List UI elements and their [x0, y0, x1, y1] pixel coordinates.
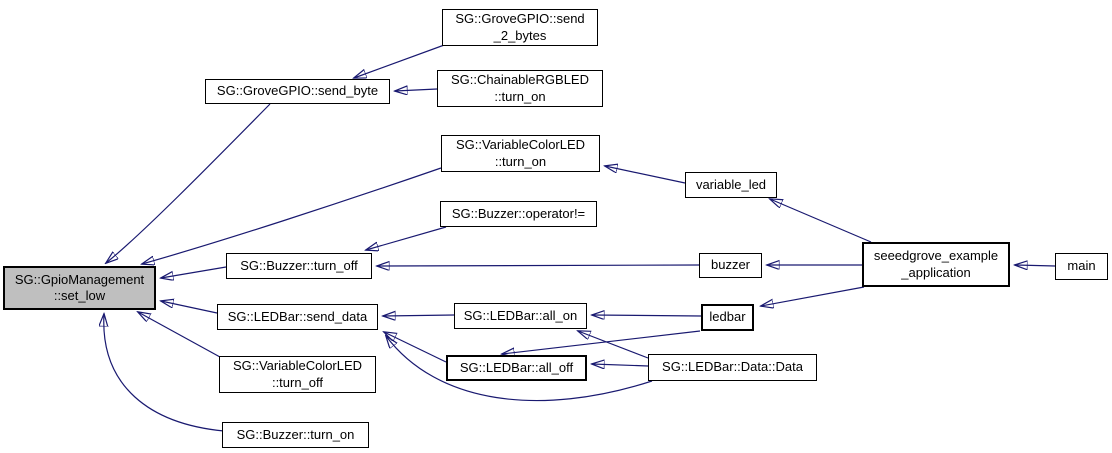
node-label: SG::ChainableRGBLED ::turn_on: [450, 72, 589, 104]
node-buzzer[interactable]: buzzer: [699, 253, 762, 278]
edge-varled_turn_on-to-set_low: [142, 167, 442, 264]
edge-data_data-to-all_on: [578, 331, 649, 359]
node-label: SG::Buzzer::turn_on: [236, 426, 355, 442]
node-label: SG::LEDBar::Data::Data: [662, 359, 803, 375]
edge-main-to-seeedgrove: [1015, 265, 1056, 266]
node-label: SG::VariableColorLED ::turn_off: [232, 358, 363, 390]
edge-send_2_bytes-to-send_byte: [354, 43, 448, 78]
node-label: SG::GroveGPIO::send _2_bytes: [455, 11, 585, 43]
node-variable-color-led-turn-off[interactable]: SG::VariableColorLED ::turn_off: [219, 356, 376, 393]
node-label: SG::LEDBar::all_on: [463, 307, 578, 323]
node-label: SG::Buzzer::operator!=: [451, 205, 586, 221]
node-variable-color-led-turn-on[interactable]: SG::VariableColorLED ::turn_on: [441, 135, 600, 172]
edge-variable_led-to-varled_turn_on: [605, 166, 686, 184]
node-buzzer-turn-on[interactable]: SG::Buzzer::turn_on: [222, 422, 369, 448]
edge-buzzer-to-buzzer_turn_off: [377, 265, 700, 266]
node-main[interactable]: main: [1055, 253, 1108, 280]
edge-seeedgrove-to-variable_led: [770, 199, 872, 243]
node-buzzer-operator-ne[interactable]: SG::Buzzer::operator!=: [440, 201, 597, 227]
node-seeedgrove-example-application[interactable]: seeedgrove_example _application: [862, 242, 1010, 287]
node-gpio-management-set-low: SG::GpioManagement ::set_low: [3, 266, 156, 310]
edge-send_data-to-set_low: [161, 301, 218, 314]
node-ledbar-send-data[interactable]: SG::LEDBar::send_data: [217, 304, 378, 330]
node-label: ledbar: [709, 309, 746, 325]
node-ledbar-all-off[interactable]: SG::LEDBar::all_off: [446, 355, 587, 381]
node-label: SG::VariableColorLED ::turn_on: [455, 137, 586, 169]
node-label: SG::GpioManagement ::set_low: [14, 271, 145, 304]
edge-ledbar-to-all_off: [502, 330, 701, 354]
edge-varled_turn_off-to-set_low: [138, 312, 221, 358]
node-label: SG::Buzzer::turn_off: [240, 257, 358, 273]
node-buzzer-turn-off[interactable]: SG::Buzzer::turn_off: [226, 253, 372, 279]
edge-operator_ne-to-buzzer_turn_off: [366, 226, 447, 250]
node-label: variable_led: [695, 176, 767, 192]
edge-data_data-to-send_data: [386, 336, 653, 402]
node-grove-gpio-send-byte[interactable]: SG::GroveGPIO::send_byte: [205, 79, 390, 104]
node-grove-gpio-send-2-bytes[interactable]: SG::GroveGPIO::send _2_bytes: [442, 9, 598, 46]
node-label: SG::LEDBar::send_data: [227, 308, 368, 324]
node-label: main: [1067, 258, 1096, 274]
edge-send_byte-to-set_low: [106, 103, 271, 263]
edge-ledbar-to-all_on: [592, 315, 702, 316]
node-label: seeedgrove_example _application: [873, 248, 999, 280]
node-label: SG::LEDBar::all_off: [459, 359, 574, 375]
edge-all_off-to-send_data: [384, 332, 447, 363]
edge-chainable_turn_on-to-send_byte: [395, 89, 438, 91]
node-ledbar-data-data[interactable]: SG::LEDBar::Data::Data: [648, 354, 817, 381]
edge-all_on-to-send_data: [383, 315, 455, 316]
edge-seeedgrove-to-ledbar: [761, 286, 865, 306]
edge-buzzer_turn_on-to-set_low: [104, 314, 225, 432]
node-ledbar[interactable]: ledbar: [701, 304, 754, 331]
node-variable-led[interactable]: variable_led: [685, 172, 777, 198]
node-label: buzzer: [710, 257, 751, 273]
node-ledbar-all-on[interactable]: SG::LEDBar::all_on: [454, 303, 587, 329]
node-label: SG::GroveGPIO::send_byte: [216, 83, 379, 99]
node-chainable-rgbled-turn-on[interactable]: SG::ChainableRGBLED ::turn_on: [437, 70, 603, 107]
edge-data_data-to-all_off: [592, 364, 649, 366]
edge-buzzer_turn_off-to-set_low: [161, 266, 227, 278]
